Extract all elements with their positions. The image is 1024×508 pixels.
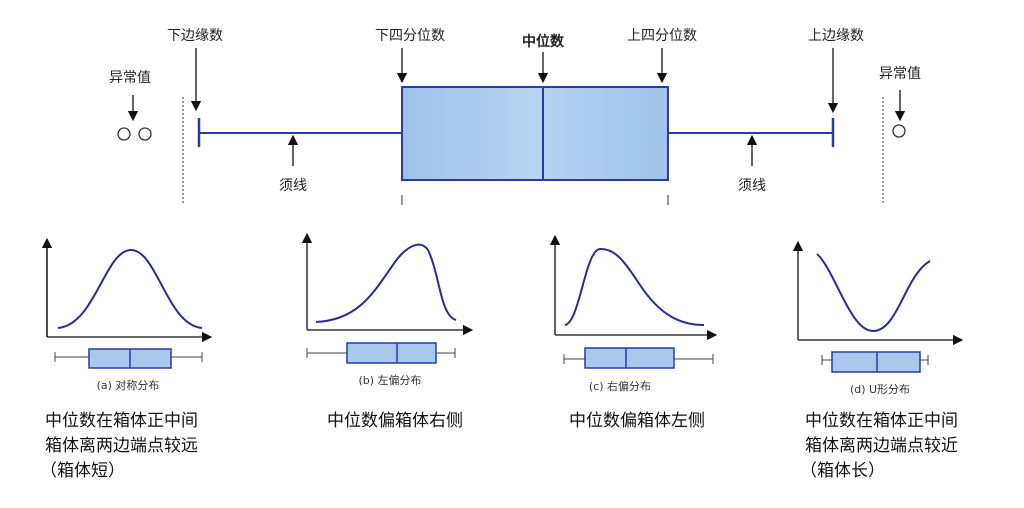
- description-line: （箱体长）: [800, 461, 885, 481]
- description-line: 中位数偏箱体左侧: [569, 411, 705, 431]
- panel-left-skewed: (b) 左偏分布 中位数偏箱体右侧: [301, 232, 474, 431]
- distribution-curve: [816, 253, 931, 333]
- outlier-point: [892, 124, 906, 138]
- description-line: （箱体短）: [40, 461, 125, 481]
- caption: (b) 左偏分布: [358, 373, 421, 387]
- q1-label: 下四分位数: [375, 28, 445, 44]
- whiskers: [306, 348, 456, 358]
- main-boxplot: 异常值 下边缘数 下四分位数 中位数 上四分位数 上边缘数 异常值 须线 须线: [109, 28, 921, 205]
- caption: (c) 右偏分布: [589, 379, 651, 393]
- description-line: 箱体离两边端点较远: [45, 436, 198, 456]
- q3-label: 上四分位数: [627, 28, 697, 44]
- outlier-left-label: 异常值: [109, 70, 151, 86]
- distribution-curve: [315, 243, 457, 323]
- box: [831, 351, 921, 373]
- description-line: 中位数偏箱体右侧: [327, 411, 463, 431]
- distribution-curve: [564, 247, 705, 326]
- caption: (d) U形分布: [850, 383, 910, 396]
- caption: (a) 对称分布: [97, 378, 160, 392]
- description-line: 中位数在箱体正中间: [45, 411, 198, 431]
- whiskers: [563, 354, 714, 364]
- whiskers: [821, 355, 929, 365]
- distribution-curve: [57, 248, 203, 329]
- upper-whisker-label: 上边缘数: [808, 28, 864, 44]
- panel-right-skewed: (c) 右偏分布 中位数偏箱体左侧: [549, 234, 718, 431]
- whiskers: [54, 352, 203, 362]
- whisker-left-label: 须线: [279, 178, 307, 194]
- outlier-right-label: 异常值: [879, 66, 921, 82]
- outlier-point: [138, 127, 152, 141]
- panel-symmetric: (a) 对称分布 中位数在箱体正中间 箱体离两边端点较远 （箱体短）: [40, 237, 207, 481]
- whisker-right-label: 须线: [738, 178, 766, 194]
- description-line: 箱体离两边端点较近: [805, 436, 958, 456]
- median-label: 中位数: [522, 33, 565, 50]
- box: [584, 347, 675, 369]
- box: [346, 342, 437, 364]
- main-box: [401, 86, 669, 181]
- description-line: 中位数在箱体正中间: [805, 411, 958, 431]
- outlier-point: [117, 127, 131, 141]
- panel-u-shaped: (d) U形分布 中位数在箱体正中间 箱体离两边端点较近 （箱体长）: [792, 240, 964, 481]
- lower-whisker-label: 下边缘数: [167, 28, 223, 44]
